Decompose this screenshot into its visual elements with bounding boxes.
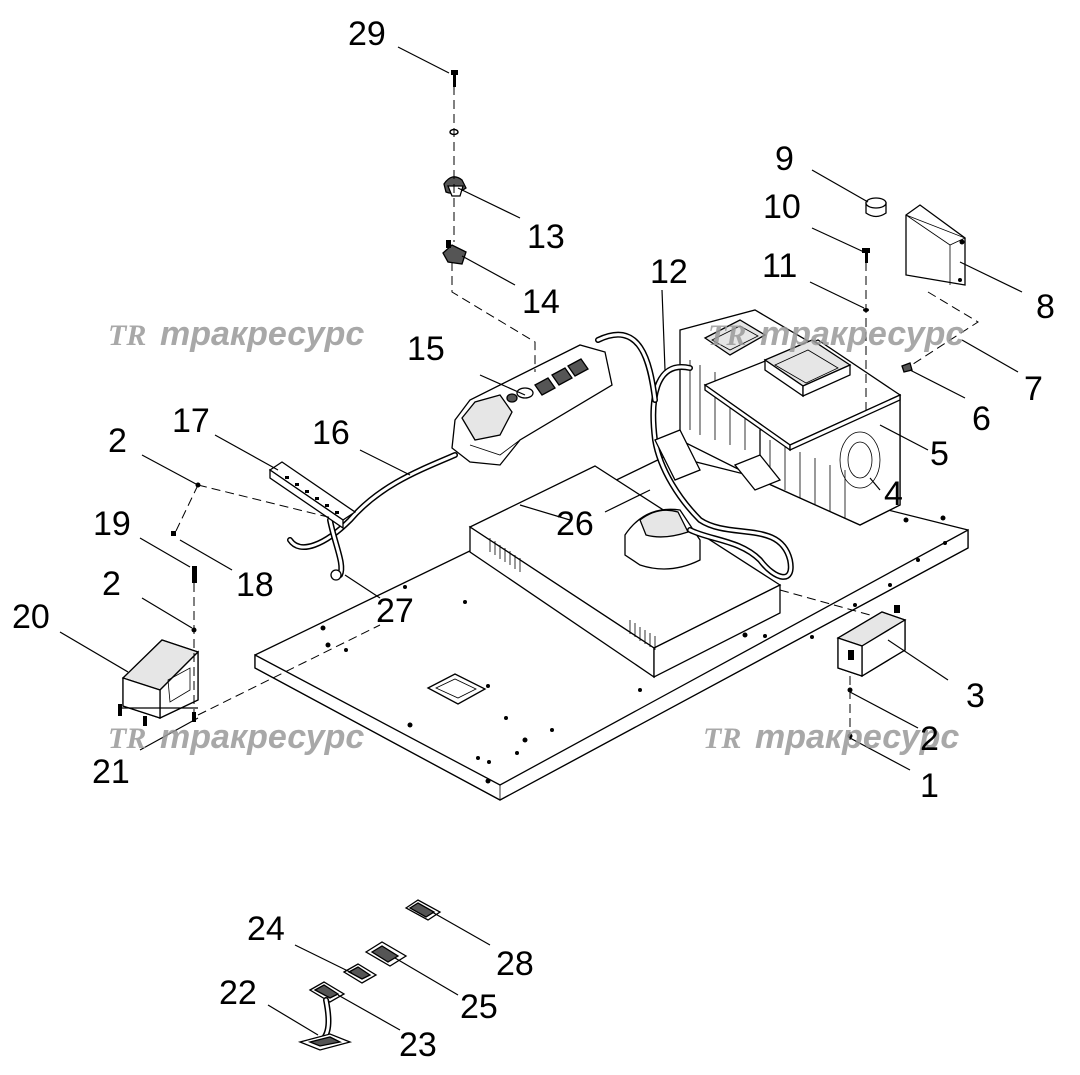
hvac-unit xyxy=(679,309,902,526)
watermark-text: тракресурс xyxy=(160,315,364,353)
callout-2-c: 2 xyxy=(920,720,939,758)
callout-27: 27 xyxy=(376,592,414,630)
callout-7: 7 xyxy=(1024,370,1043,408)
callout-2-b: 2 xyxy=(102,565,121,603)
watermark-text: тракресурс xyxy=(760,315,964,353)
console-15 xyxy=(451,331,658,466)
leader-lines xyxy=(59,46,1023,1036)
callout-14: 14 xyxy=(522,283,560,321)
assembly-lines xyxy=(174,86,979,740)
callout-21: 21 xyxy=(92,753,130,791)
callout-2-a: 2 xyxy=(108,422,127,460)
callout-4: 4 xyxy=(884,475,903,513)
callout-18: 18 xyxy=(236,566,274,604)
callout-10: 10 xyxy=(763,188,801,226)
watermark-4: TR тракресурс xyxy=(703,718,959,756)
center-housing xyxy=(468,465,782,679)
fasteners xyxy=(171,70,967,739)
watermark-logo: TR xyxy=(708,319,746,352)
switch-parts xyxy=(297,899,442,1051)
callout-6: 6 xyxy=(972,400,991,438)
callout-19: 19 xyxy=(93,505,131,543)
bracket-17 xyxy=(268,461,357,530)
callout-29: 29 xyxy=(348,15,386,53)
callout-13: 13 xyxy=(527,218,565,256)
callout-1: 1 xyxy=(920,767,939,805)
callout-9: 9 xyxy=(775,140,794,178)
callout-23: 23 xyxy=(399,1026,437,1064)
watermark-logo: TR xyxy=(108,722,146,755)
callout-3: 3 xyxy=(966,677,985,715)
callout-15: 15 xyxy=(407,330,445,368)
watermark-logo: TR xyxy=(703,722,741,755)
watermark-1: TR тракресурс xyxy=(108,315,364,353)
callout-28: 28 xyxy=(496,945,534,983)
watermark-text: тракресурс xyxy=(755,718,959,756)
harness-12 xyxy=(650,363,794,580)
callout-22: 22 xyxy=(219,974,257,1012)
watermark-logo: TR xyxy=(108,319,146,352)
callout-12: 12 xyxy=(650,253,688,291)
callouts: 29 13 14 15 16 17 2 19 18 2 20 21 27 26 … xyxy=(12,15,1055,1064)
callout-26: 26 xyxy=(556,505,594,543)
callout-5: 5 xyxy=(930,435,949,473)
callout-16: 16 xyxy=(312,414,350,452)
callout-20: 20 xyxy=(12,598,50,636)
callout-24: 24 xyxy=(247,910,285,948)
cable-16 xyxy=(287,452,458,581)
callout-17: 17 xyxy=(172,402,210,440)
callout-11: 11 xyxy=(762,247,797,285)
watermark-3: TR тракресурс xyxy=(108,718,364,756)
callout-8: 8 xyxy=(1036,288,1055,326)
watermark-text: тракресурс xyxy=(160,718,364,756)
callout-25: 25 xyxy=(460,988,498,1026)
watermark-2: TR тракресурс xyxy=(708,315,964,353)
pedal-20 xyxy=(118,639,200,726)
